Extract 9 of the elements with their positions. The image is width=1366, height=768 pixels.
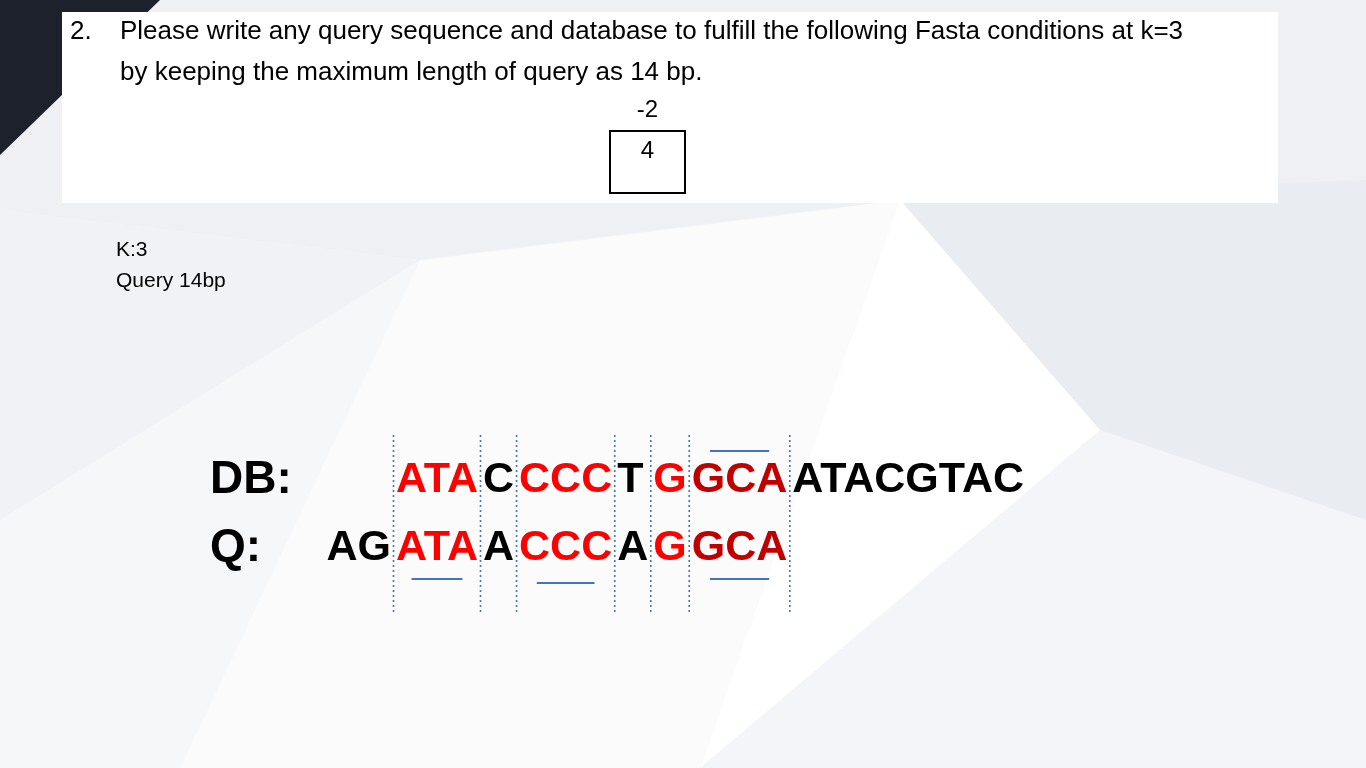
box-number: 4 (640, 135, 655, 165)
question-number: 2. (70, 14, 92, 47)
note-text: K:3 (116, 236, 148, 262)
row-label: DB: (210, 450, 292, 504)
box-caption: -2 (636, 94, 659, 124)
dna-sequence: AGATAACCCAGGCA (326, 520, 788, 570)
note-text: Query 14bp (116, 267, 226, 293)
question-text: Please write any query sequence and database to fulfill the following Fasta conditions at k=3 by keeping the maximum length of query as 14 bp. (120, 14, 1185, 88)
row-label: Q: (210, 518, 262, 572)
